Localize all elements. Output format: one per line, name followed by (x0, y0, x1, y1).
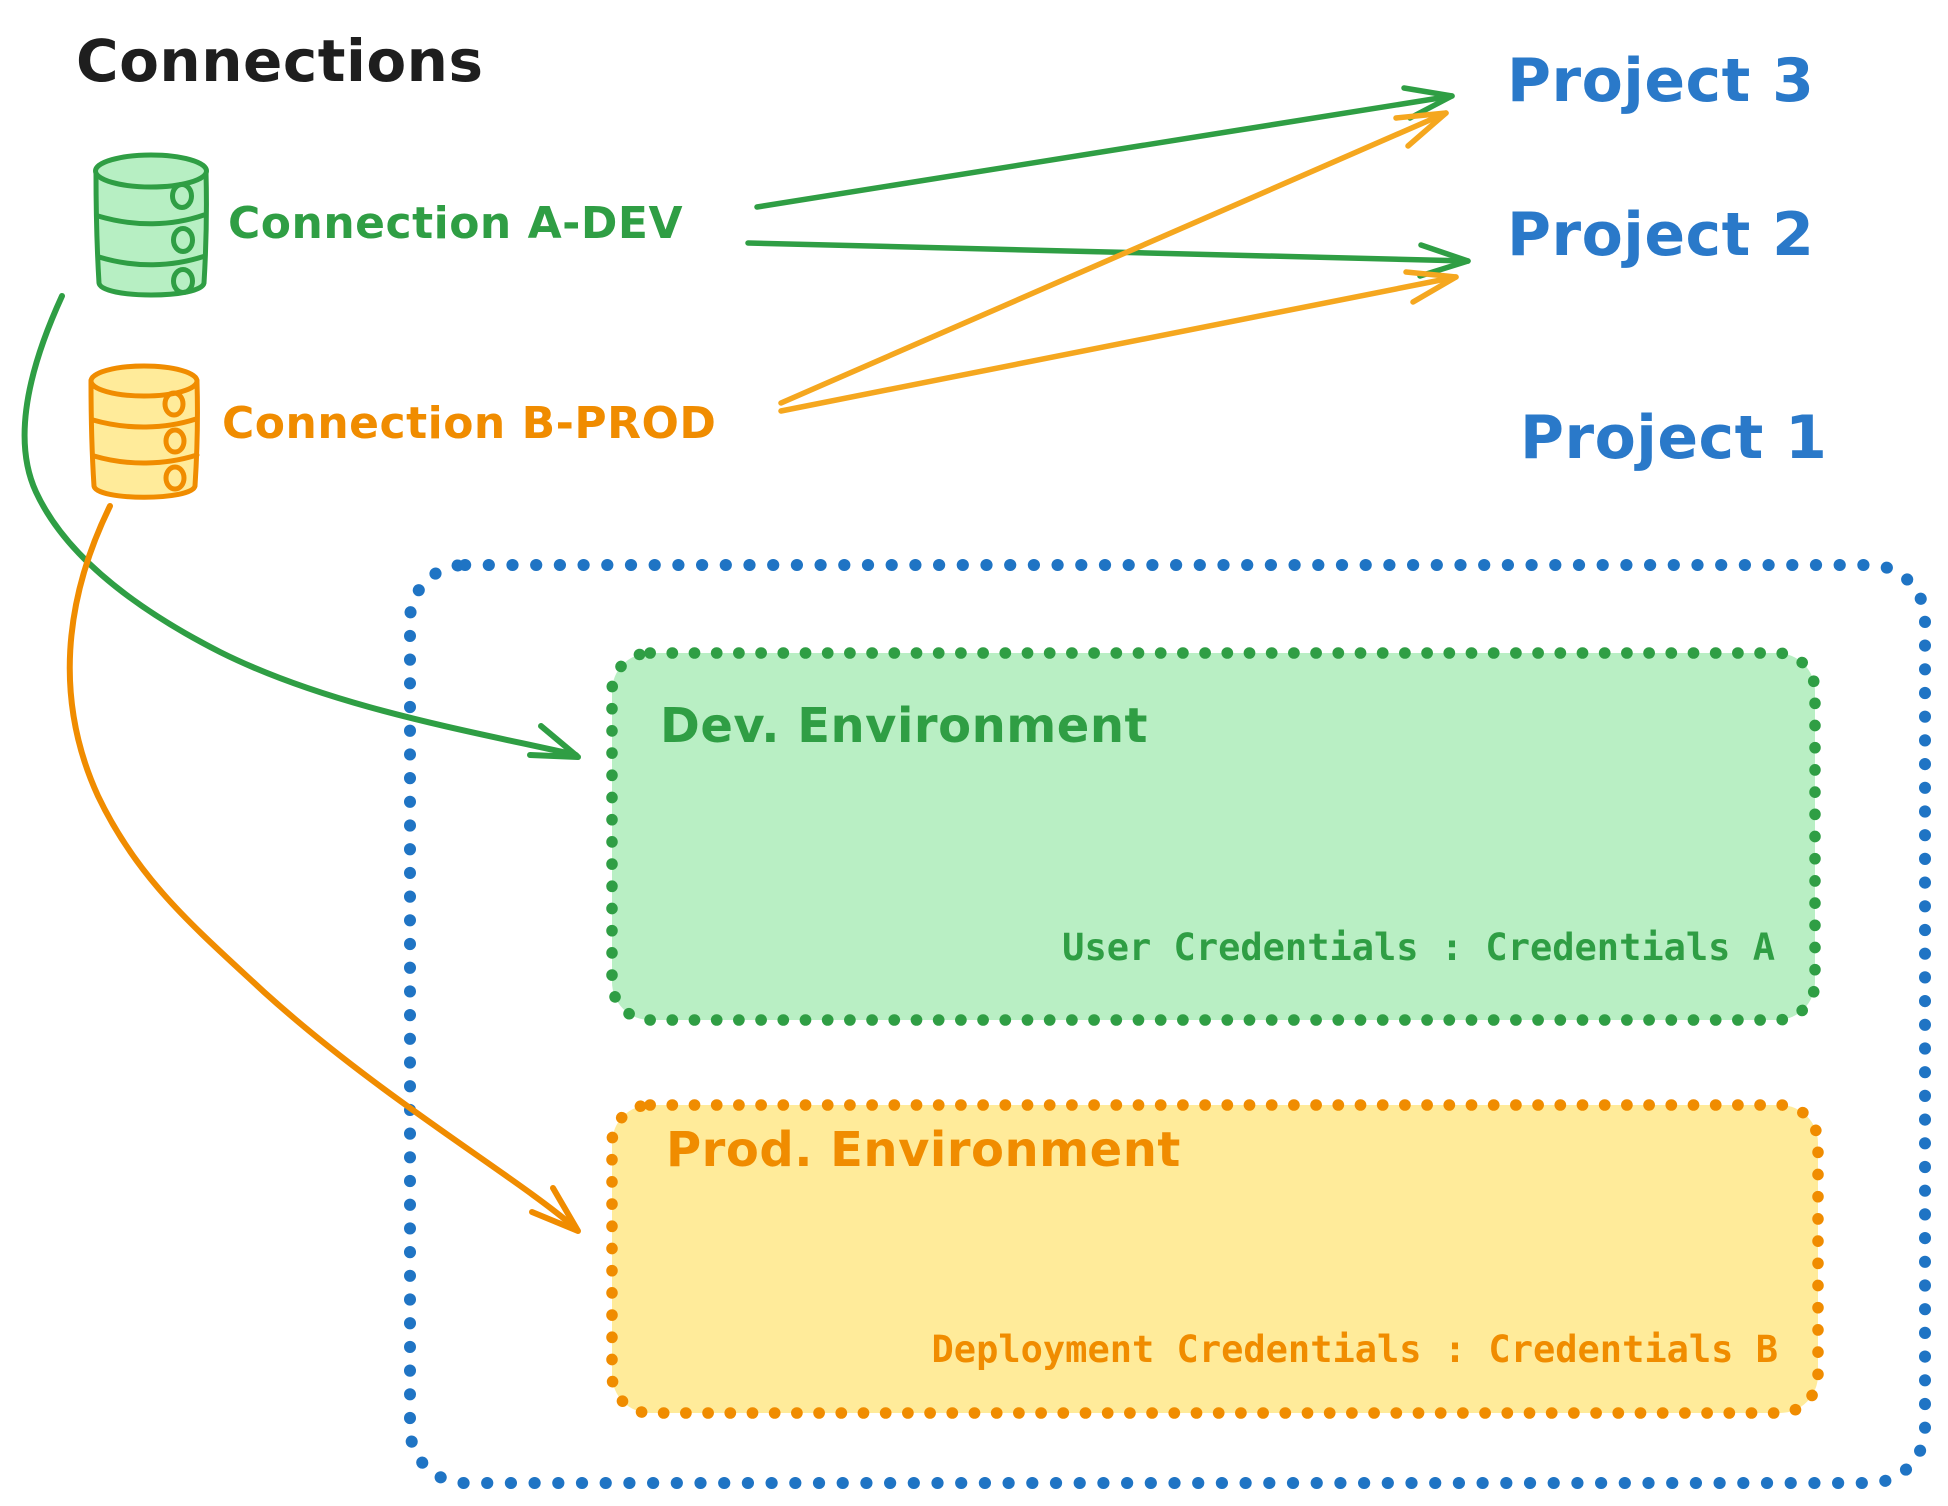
prod-environment-box (606, 1099, 1824, 1419)
arrow-bprod-to-project3 (778, 110, 1449, 406)
database-icon-prod (88, 363, 200, 500)
dev-environment-box (606, 647, 1821, 1026)
project1-boundary-box (404, 559, 1931, 1489)
project-1-label: Project 1 (1520, 403, 1828, 473)
diagram-title: Connections (76, 27, 484, 95)
project-3-label: Project 3 (1507, 46, 1815, 116)
arrow-adev-to-dev-environment (21, 293, 581, 760)
arrow-adev-to-project3 (754, 85, 1455, 210)
arrow-bprod-to-project2 (778, 269, 1459, 414)
arrow-bprod-to-prod-environment (66, 503, 581, 1234)
database-icon-dev (93, 152, 209, 298)
prod-environment-title: Prod. Environment (666, 1122, 1181, 1178)
dev-credentials-text: User Credentials : Credentials A (1062, 926, 1775, 969)
connection-b-prod-label: Connection B-PROD (222, 398, 717, 449)
project-2-label: Project 2 (1507, 200, 1815, 270)
prod-credentials-text: Deployment Credentials : Credentials B (931, 1328, 1778, 1371)
connection-a-dev-label: Connection A-DEV (228, 198, 684, 249)
dev-environment-title: Dev. Environment (660, 698, 1148, 754)
